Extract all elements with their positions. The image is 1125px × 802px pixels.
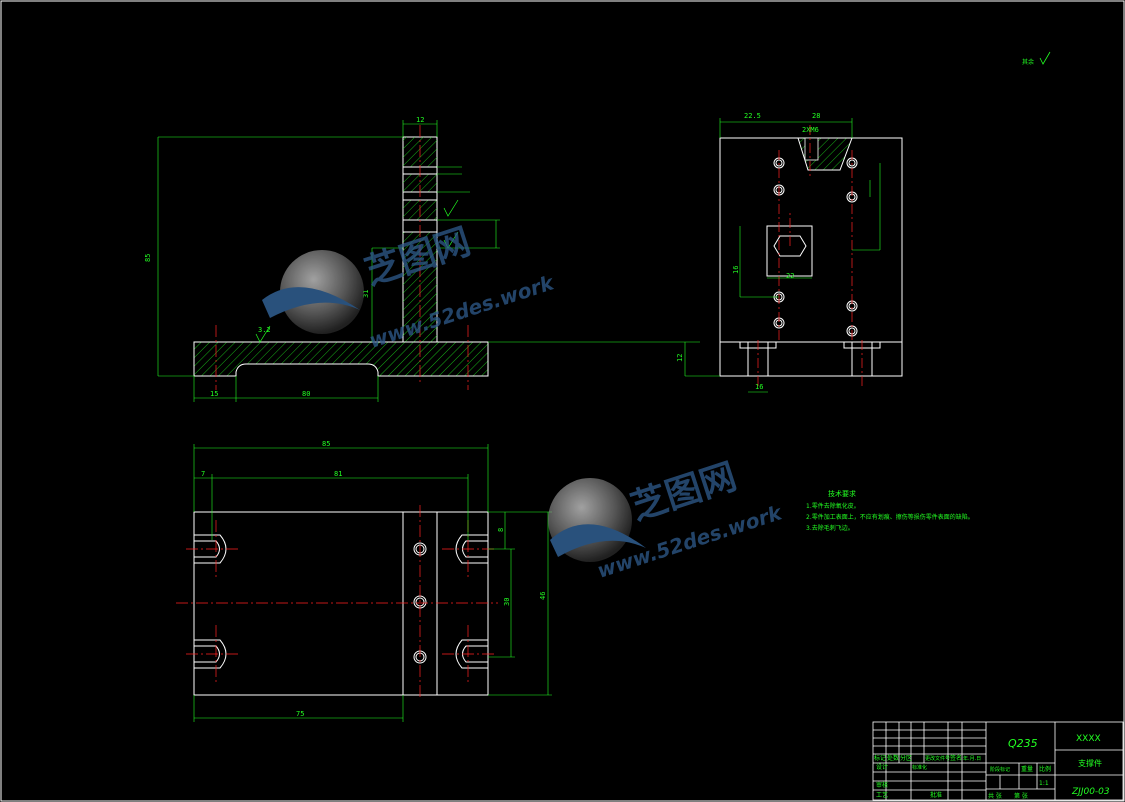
dim-side-square: 22 [786,272,794,280]
tb-label-mark: 标记 [874,754,886,762]
tb-label-standard: 标准化 [912,764,927,771]
dim-front-mid: 31 [362,290,370,298]
dim-top-width: 85 [322,440,330,448]
tb-label-sheet: 第 张 [1014,792,1028,800]
dim-front-height: 85 [144,254,152,262]
roughness-note: 其余 [1022,51,1051,66]
tb-material: Q235 [1008,737,1038,750]
dim-base-slot: 80 [302,390,310,398]
tb-label-change-doc: 更改文件号 [925,755,950,762]
tb-label-process: 工艺 [876,791,888,799]
dim-top-r2: 30 [503,598,511,606]
side-view: 22.5 28 2XM6 22 16 12 16 [676,112,903,393]
technical-requirements: 技术要求 1.零件去除氧化皮。 2.零件加工表面上，不应有划痕、擦伤等损伤零件表… [806,489,974,532]
tb-label-stage: 阶段标记 [990,766,1010,773]
dim-top-bottom: 75 [296,710,304,718]
dim-base-left: 15 [210,390,218,398]
dim-side-base-w: 16 [755,383,763,391]
dim-side-square-v: 16 [732,266,740,274]
tb-drawing-no: ZJJ00-03 [1071,787,1110,797]
tech-req-title: 技术要求 [828,489,856,498]
tb-label-weight: 重量 [1021,765,1033,773]
tb-label-date: 年.月.日 [963,755,981,762]
tb-label-sheets: 共 张 [988,792,1002,800]
tb-label-scale: 比例 [1039,765,1051,773]
dim-side-top: 28 [812,112,820,120]
tb-label-sign: 签名 [950,754,962,762]
dim-side-base: 12 [676,354,684,362]
top-outline [193,511,489,696]
tech-req-line-1: 1.零件去除氧化皮。 [806,502,860,510]
title-block: 标记 处数 分区 更改文件号 签名 年.月.日 设计 标准化 审核 工艺 批准 … [872,721,1124,801]
tb-label-review: 审核 [876,781,888,789]
watermark-2: 芝图网 www.52des.work [548,456,786,583]
dim-top-inner: 81 [334,470,342,478]
tb-label-count: 处数 [887,754,899,762]
tb-scale-value: 1:1 [1039,780,1049,787]
front-view: 85 12 15 80 31 3.2 [144,116,700,402]
tb-label-zone: 分区 [900,754,912,762]
dim-post-width: 12 [416,116,424,124]
top-view: 85 81 7 75 8 30 46 [176,440,552,722]
tb-label-approve: 批准 [930,791,942,799]
dim-top-left: 7 [201,470,205,478]
tb-part-name: 支撑件 [1078,758,1102,768]
roughness-note-text: 其余 [1022,58,1034,66]
side-outline [719,137,903,377]
dim-side-bolt: 2XM6 [802,126,819,134]
base-outline [193,341,489,377]
dim-side-left: 22.5 [744,112,761,120]
dim-top-height: 46 [539,592,547,600]
dim-top-r1: 8 [497,528,505,532]
dim-roughness: 3.2 [258,326,271,334]
tb-company: XXXX [1076,734,1101,744]
tb-label-design: 设计 [876,763,888,771]
tech-req-line-2: 2.零件加工表面上，不应有划痕、擦伤等损伤零件表面的缺陷。 [806,513,974,521]
tech-req-line-3: 3.去除毛刺飞边。 [806,524,854,532]
